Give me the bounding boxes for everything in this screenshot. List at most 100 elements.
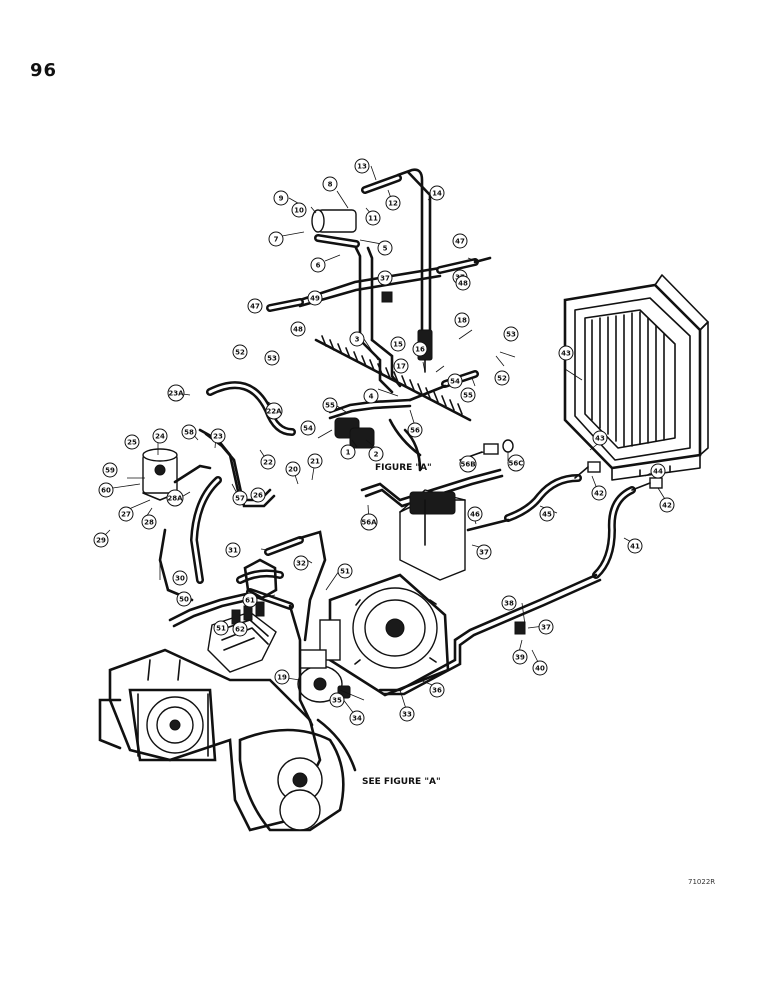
callout-56a: 56A [360,513,378,531]
callout-circle [268,231,284,247]
callout-number: 47 [250,303,260,311]
callout-circle [360,513,378,531]
callout-number: 57 [235,495,245,503]
callout-circle [141,514,157,530]
callout-56b: 56B [459,455,477,473]
callout-59: 59 [102,462,118,478]
callout-number: 55 [325,402,335,410]
callout-28: 28 [141,514,157,530]
callout-circle [329,692,345,708]
callout-38: 38 [501,595,517,611]
tractor-body [98,648,345,832]
pump-19 [297,649,351,703]
callout-number: 43 [561,350,571,358]
callout-number: 23 [213,433,223,441]
callout-number: 49 [310,295,320,303]
callout-18: 18 [454,312,470,328]
callout-3: 3 [349,331,365,347]
upper-valve-cluster [311,168,433,373]
callout-30: 30 [172,570,188,586]
callout-circle [452,233,468,249]
callout-number: 56 [410,427,420,435]
callout-number: 5 [383,245,388,253]
callout-number: 48 [458,280,468,288]
callout-circle [285,461,301,477]
callout-circle [455,275,471,291]
callout-43: 43 [558,345,574,361]
callout-number: 51 [340,568,350,576]
callout-circle [291,202,307,218]
callout-circle [310,257,326,273]
ring-56c [502,439,514,453]
callout-number: 9 [279,195,284,203]
callout-circle [377,270,393,286]
callout-22a: 22A [265,402,283,420]
callout-23: 23 [210,428,226,444]
callout-number: 19 [277,674,287,682]
callout-number: 34 [352,715,362,723]
callout-circle [591,485,607,501]
callout-number: 54 [450,378,460,386]
callout-5: 5 [377,240,393,256]
callout-circle [650,463,666,479]
callout-number: 6 [316,262,321,270]
callout-number: 38 [504,600,514,608]
callout-number: 2 [374,451,379,459]
callout-60: 60 [98,482,114,498]
callout-number: 4 [369,393,374,401]
callout-circle [558,345,574,361]
callout-number: 42 [594,490,604,498]
callout-circle [460,387,476,403]
callout-number: 13 [357,163,367,171]
callout-number: 23A [168,390,184,398]
see-figure-a-label: SEE FIGURE "A" [362,777,441,787]
callout-circle [273,190,289,206]
callout-number: 22 [263,459,273,467]
callout-56: 56 [407,422,423,438]
filter-base-24 [142,448,178,501]
mid-hoses [168,530,327,727]
callout-number: 11 [368,215,378,223]
figure-a-label: FIGURE "A" [375,463,432,473]
callout-26: 26 [250,487,266,503]
callout-28a: 28A [166,489,184,507]
callout-number: 20 [288,466,298,474]
callout-number: 36 [432,687,442,695]
callout-circle [454,312,470,328]
callout-45: 45 [539,506,555,522]
fitting-42-right [649,477,663,489]
callout-number: 58 [184,429,194,437]
callout-circle [507,454,525,472]
callout-circle [476,544,492,560]
callout-circle [399,706,415,722]
callout-circle [467,506,483,522]
callout-41: 41 [627,538,643,554]
callout-number: 29 [96,537,106,545]
callout-number: 8 [328,181,333,189]
callout-51: 51 [213,620,229,636]
callout-37: 37 [377,270,393,286]
callout-circle [225,542,241,558]
callout-circle [93,532,109,548]
callout-circle [260,454,276,470]
callout-number: 25 [127,439,137,447]
callout-62: 62 [232,621,248,637]
callout-12: 12 [385,195,401,211]
callout-number: 43 [595,435,605,443]
callout-number: 37 [479,549,489,557]
callout-circle [412,341,428,357]
callout-9: 9 [273,190,289,206]
callout-circle [167,384,185,402]
callout-circle [365,210,381,226]
callout-number: 37 [380,275,390,283]
callout-number: 55 [463,392,473,400]
callout-23a: 23A [167,384,185,402]
callout-48: 48 [290,321,306,337]
callout-number: 32 [296,560,306,568]
callout-number: 12 [388,200,398,208]
callout-circle [232,490,248,506]
callout-circle [429,185,445,201]
callout-circle [98,482,114,498]
